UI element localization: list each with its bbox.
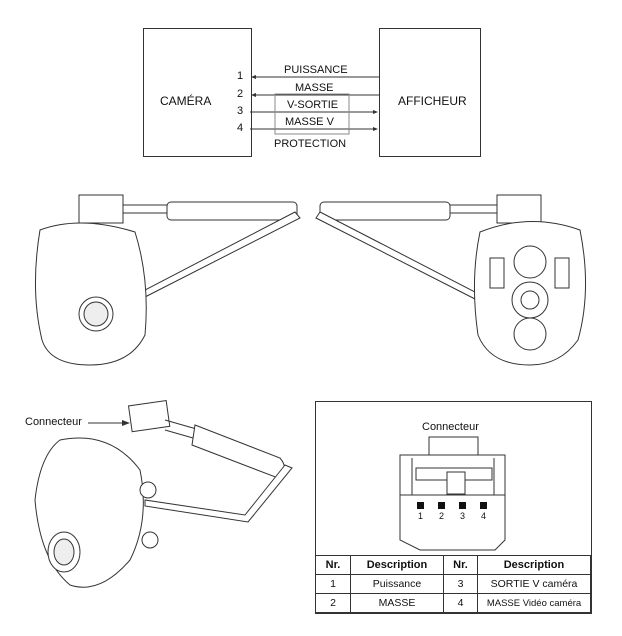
pin-1: 1: [237, 70, 244, 82]
camera-box: [143, 28, 252, 157]
connector-pin-4: 4: [481, 511, 487, 521]
cell-description: Puissance: [350, 574, 444, 594]
signal-power: PUISSANCE: [284, 64, 348, 76]
camera-rear-view: [315, 194, 587, 366]
header-description: Description: [350, 555, 444, 575]
connector-pin-3: 3: [460, 511, 466, 521]
table-row: 1 Puissance 3 SORTIE V caméra: [315, 574, 591, 594]
display-box: [379, 28, 481, 157]
display-label: AFFICHEUR: [398, 94, 467, 108]
table-row: 2 MASSE 4 MASSE Vidéo caméra: [315, 593, 591, 613]
cell-description: SORTIE V caméra: [477, 574, 591, 594]
pin-4: 4: [237, 122, 244, 134]
signal-video-out: V-SORTIE: [287, 99, 339, 111]
signal-ground: MASSE: [295, 82, 334, 94]
cell-description: MASSE Vidéo caméra: [477, 593, 591, 613]
header-description: Description: [477, 555, 591, 575]
connector-panel-title: Connecteur: [422, 421, 479, 433]
shield-label: PROTECTION: [274, 138, 347, 150]
cell-nr: 1: [315, 574, 351, 594]
cell-nr: 2: [315, 593, 351, 613]
camera-front-view: [34, 194, 301, 366]
pin-2: 2: [237, 88, 244, 100]
signal-video-ground: MASSE V: [285, 116, 334, 128]
camera-perspective-view: [34, 400, 293, 588]
camera-label: CAMÉRA: [160, 94, 212, 108]
pin-table: Nr. Description Nr. Description 1 Puissa…: [315, 555, 591, 613]
connector-pin-1: 1: [418, 511, 424, 521]
table-header-row: Nr. Description Nr. Description: [315, 555, 591, 575]
connector-callout-label: Connecteur: [25, 416, 82, 428]
cell-description: MASSE: [350, 593, 444, 613]
header-nr: Nr.: [443, 555, 478, 575]
pin-3: 3: [237, 105, 244, 117]
cell-nr: 3: [443, 574, 478, 594]
cell-nr: 4: [443, 593, 478, 613]
connector-pin-2: 2: [439, 511, 445, 521]
header-nr: Nr.: [315, 555, 351, 575]
